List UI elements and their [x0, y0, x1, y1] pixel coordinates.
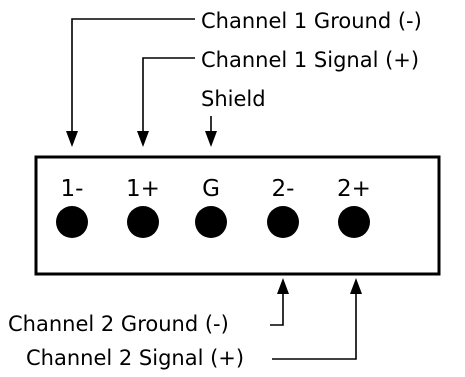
- pin-label-1-minus: 1-: [61, 176, 84, 202]
- arrow-down-icon: [137, 131, 149, 147]
- pin-label-1-plus: 1+: [126, 176, 160, 202]
- pin-label-2-minus: 2-: [272, 176, 295, 202]
- leader-channel-1-signal: [137, 57, 195, 147]
- leader-channel-2-signal: [272, 278, 362, 360]
- arrow-down-icon: [205, 131, 217, 147]
- terminal-2-plus: [338, 206, 370, 238]
- leader-shield: [205, 116, 217, 147]
- terminal-1-plus: [127, 206, 159, 238]
- label-channel-1-signal: Channel 1 Signal (+): [201, 48, 419, 72]
- label-channel-2-ground: Channel 2 Ground (-): [8, 312, 229, 336]
- terminal-2-minus: [267, 206, 299, 238]
- label-channel-2-signal: Channel 2 Signal (+): [26, 346, 244, 370]
- arrow-up-icon: [277, 278, 289, 294]
- leader-channel-1-ground: [66, 18, 195, 147]
- arrow-up-icon: [350, 278, 362, 294]
- label-shield: Shield: [201, 87, 266, 111]
- terminal-ground: [195, 206, 227, 238]
- terminal-block: [34, 155, 441, 276]
- pin-label-2-plus: 2+: [337, 176, 371, 202]
- leader-channel-2-ground: [270, 278, 289, 326]
- label-channel-1-ground: Channel 1 Ground (-): [201, 9, 422, 33]
- pin-label-ground: G: [202, 176, 220, 202]
- arrow-down-icon: [66, 131, 78, 147]
- terminal-1-minus: [56, 206, 88, 238]
